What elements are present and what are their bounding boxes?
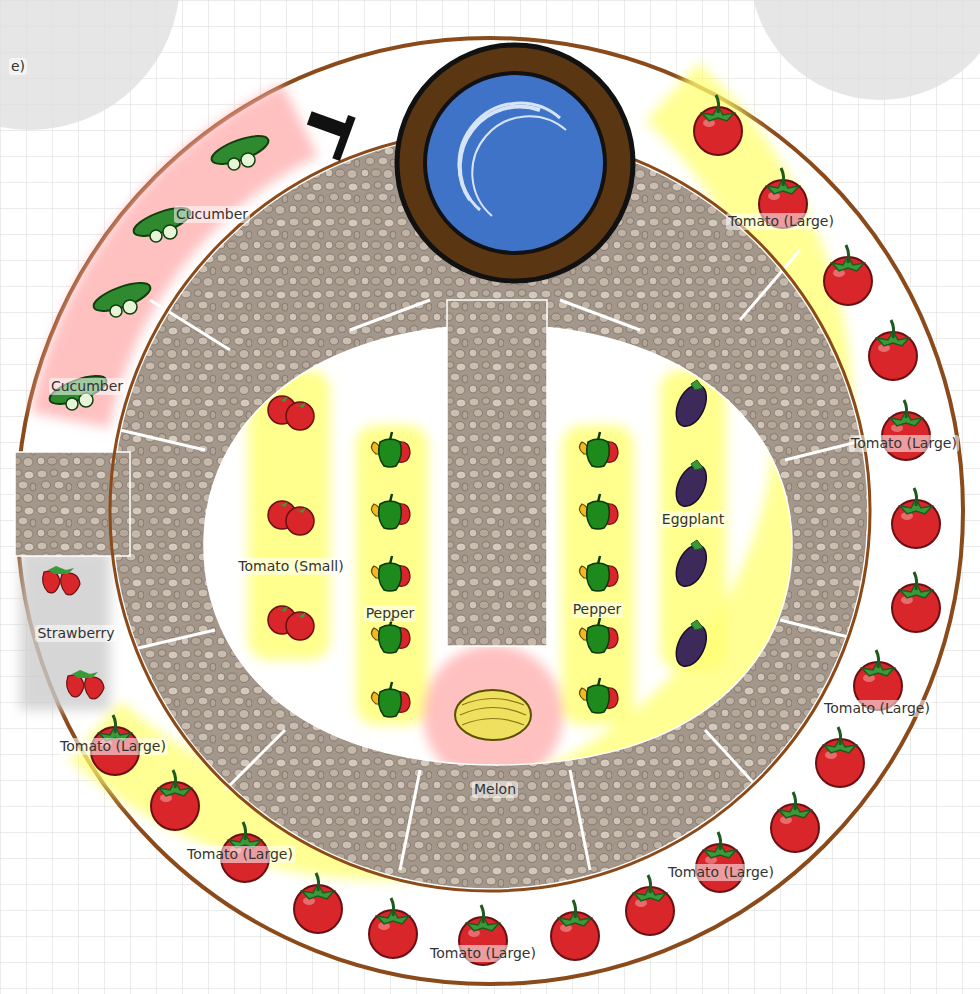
crop-label: Eggplant <box>660 511 726 528</box>
crop-label: Tomato (Large) <box>726 213 836 230</box>
cut-off-label: e) <box>9 58 27 75</box>
crop-label: Tomato (Large) <box>58 738 168 755</box>
crop-label: Pepper <box>571 601 624 618</box>
crop-label: Tomato (Large) <box>822 700 932 717</box>
crop-label: Tomato (Large) <box>849 435 959 452</box>
crop-label: Cucumber <box>174 206 250 223</box>
crop-label: Pepper <box>364 605 417 622</box>
crop-label: Strawberry <box>35 625 116 642</box>
crop-label: Tomato (Large) <box>666 864 776 881</box>
crop-label: Tomato (Large) <box>185 846 295 863</box>
crop-label: Tomato (Large) <box>428 945 538 962</box>
crop-label: Tomato (Small) <box>236 558 345 575</box>
crop-label: Melon <box>472 781 518 798</box>
crop-label: Cucumber <box>49 378 125 395</box>
